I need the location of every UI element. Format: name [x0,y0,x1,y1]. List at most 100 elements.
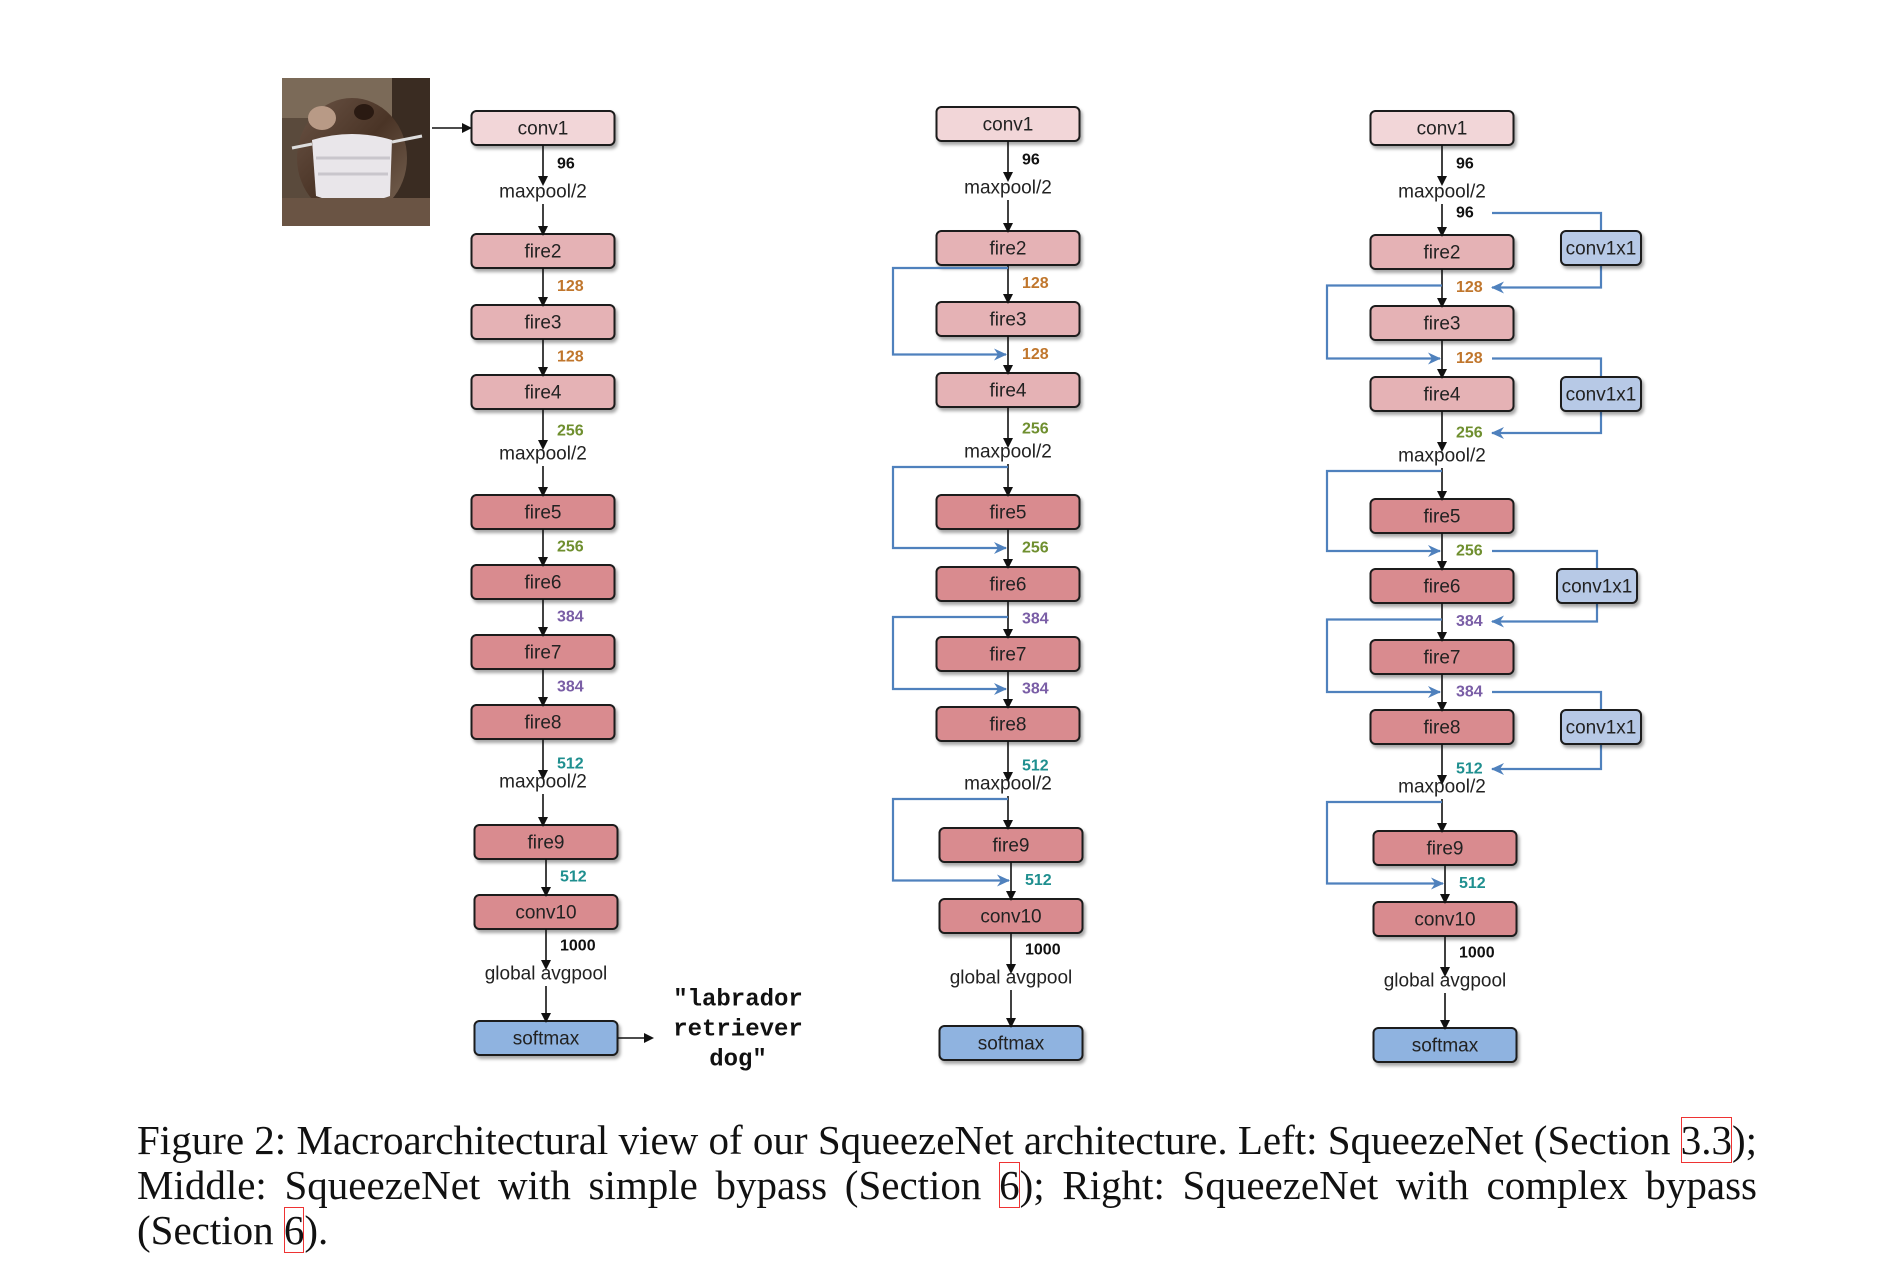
left-softmax-label: softmax [513,1029,580,1050]
left-edge-0: 96 [557,156,575,173]
left-fire8-label: fire8 [525,713,562,734]
right-conv1x1-box-2 [1560,376,1642,412]
right-conv1x1-in-2 [1492,357,1603,377]
right-pool-4: global avgpool [1384,971,1507,992]
left-edge-f2: 128 [557,278,584,295]
right-edge-f5: 256 [1456,543,1483,560]
right-conv1x1-label-1: conv1x1 [1566,239,1637,260]
right-edge-f9: 512 [1459,875,1486,892]
caption-ref-6a[interactable]: 6 [999,1162,1020,1208]
right-edge-1: 96 [1456,205,1474,222]
right-conv1x1-in-3 [1492,549,1599,569]
left-edge-f3: 128 [557,349,584,366]
right-conv1x1-box-3 [1556,568,1638,604]
left-pool-2: maxpool/2 [499,444,587,465]
right-pool-3: maxpool/2 [1398,777,1486,798]
caption-text-2: ); Middle: SqueezeNet with simple bypass… [137,1117,1757,1208]
middle-simple-bypass-1 [891,266,1008,361]
middle-pool-1: maxpool/2 [964,178,1052,199]
caption-ref-3-3[interactable]: 3.3 [1680,1117,1732,1163]
right-conv1x1-out-2 [1491,411,1603,439]
middle-conv1-label: conv1 [983,115,1034,136]
left-edge-f8: 512 [557,756,584,773]
right-edge-0: 96 [1456,156,1474,173]
middle-fire6-label: fire6 [990,575,1027,596]
middle-edge-0: 96 [1022,152,1040,169]
middle-edge-f9: 512 [1025,872,1052,889]
left-fire7-label: fire7 [525,643,562,664]
caption-ref-6b[interactable]: 6 [283,1207,305,1253]
middle-fire5-label: fire5 [990,503,1027,524]
right-fire6-label: fire6 [1424,577,1461,598]
output-label-line-3: dog" [709,1047,767,1074]
right-conv1x1-label-4: conv1x1 [1566,718,1637,739]
caption-text-3: ); Right: SqueezeNet with complex bypass… [137,1162,1757,1253]
right-conv1x1-box-1 [1560,230,1642,266]
right-edge-f2: 128 [1456,279,1483,296]
left-pool-3: maxpool/2 [499,772,587,793]
right-simple-bypass-1 [1325,284,1442,365]
output-label-line-1: "labrador [673,987,803,1014]
middle-fire3-label: fire3 [990,310,1027,331]
middle-edge-f3: 128 [1022,346,1049,363]
left-fire2-label: fire2 [525,242,562,263]
middle-fire8-label: fire8 [990,715,1027,736]
right-fire9-label: fire9 [1427,839,1464,860]
right-fire3-label: fire3 [1424,314,1461,335]
right-softmax-label: softmax [1412,1036,1479,1057]
right-simple-bypass-4 [1325,800,1444,890]
right-conv1x1-out-3 [1491,603,1599,628]
middle-edge-f7: 384 [1022,681,1049,698]
middle-edge-f6: 384 [1022,611,1049,628]
right-edge-f7: 384 [1456,684,1483,701]
caption-text-4: ). [304,1207,329,1253]
caption-text-1: Figure 2: Macroarchitectural view of our… [137,1117,1681,1163]
right-simple-bypass-3 [1325,618,1442,698]
middle-conv10-label: conv10 [980,907,1041,928]
figure-caption: Figure 2: Macroarchitectural view of our… [137,1117,1757,1253]
dog-photo-icon [282,78,430,226]
right-simple-bypass-2 [1325,469,1442,557]
right-conv1x1-out-1 [1491,265,1603,294]
left-edge-f4: 256 [557,423,584,440]
middle-fire7-label: fire7 [990,645,1027,666]
right-conv1x1-box-4 [1560,709,1642,745]
left-fire6-label: fire6 [525,573,562,594]
right-edge-f8: 512 [1456,761,1483,778]
right-edge-c10: 1000 [1459,945,1495,962]
middle-simple-bypass-4 [891,797,1010,887]
right-pool-2: maxpool/2 [1398,446,1486,467]
right-conv1x1-label-3: conv1x1 [1562,577,1633,598]
right-edge-f6: 384 [1456,613,1483,630]
left-fire4-label: fire4 [525,383,562,404]
right-fire8-label: fire8 [1424,718,1461,739]
middle-pool-3: maxpool/2 [964,774,1052,795]
middle-edge-f5: 256 [1022,540,1049,557]
middle-softmax-label: softmax [978,1034,1045,1055]
right-fire2-label: fire2 [1424,243,1461,264]
left-edge-f7: 384 [557,679,584,696]
right-conv10-label: conv10 [1414,910,1475,931]
middle-pool-4: global avgpool [950,968,1073,989]
middle-edge-f2: 128 [1022,275,1049,292]
left-fire5-label: fire5 [525,503,562,524]
right-conv1x1-in-4 [1492,690,1603,710]
left-edge-f6: 384 [557,609,584,626]
right-fire4-label: fire4 [1424,385,1461,406]
right-conv1x1-in-1 [1492,211,1603,231]
left-pool-1: maxpool/2 [499,182,587,203]
middle-pool-2: maxpool/2 [964,442,1052,463]
right-fire7-label: fire7 [1424,648,1461,669]
middle-simple-bypass-2 [891,465,1008,554]
middle-edge-c10: 1000 [1025,942,1061,959]
right-fire5-label: fire5 [1424,507,1461,528]
middle-fire2-label: fire2 [990,239,1027,260]
right-conv1x1-label-2: conv1x1 [1566,385,1637,406]
output-label-line-2: retriever [673,1017,803,1044]
middle-edge-f8: 512 [1022,758,1049,775]
right-pool-1: maxpool/2 [1398,182,1486,203]
left-edge-c10: 1000 [560,938,596,955]
right-conv1-label: conv1 [1417,119,1468,140]
right-conv1x1-out-4 [1491,744,1603,775]
